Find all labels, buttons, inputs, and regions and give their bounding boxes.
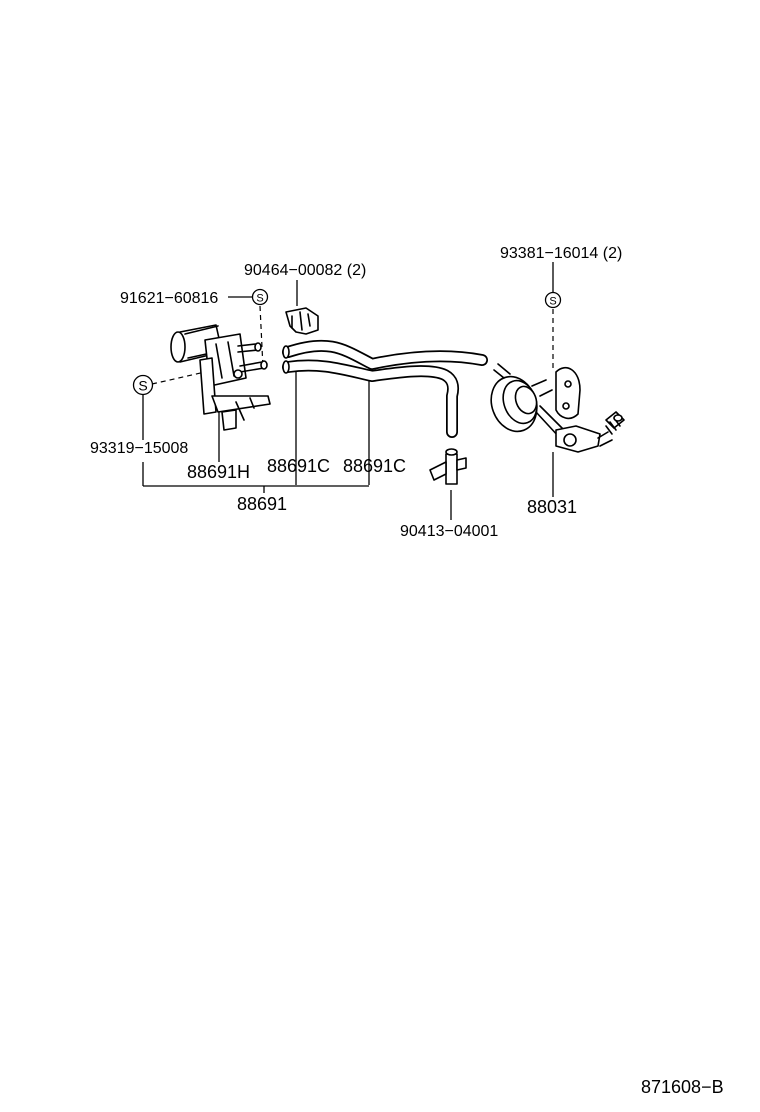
label-90413-04001: 90413−04001: [400, 523, 498, 540]
standard-part-symbol-93381: S: [544, 291, 562, 309]
label-88691: 88691: [237, 494, 287, 514]
label-88031: 88031: [527, 497, 577, 517]
label-88691c-right: 88691C: [343, 456, 406, 476]
vacuum-actuator-part: [490, 363, 625, 453]
label-88691c-left: 88691C: [267, 456, 330, 476]
standard-part-mark: S: [138, 378, 147, 394]
standard-part-symbol-91621: S: [251, 288, 269, 306]
label-93319-15008: 93319−15008: [90, 440, 188, 457]
label-93381-16014: 93381−16014 (2): [500, 245, 622, 262]
solenoid-valve-part: [170, 324, 271, 431]
label-90464-00082: 90464−00082 (2): [244, 262, 366, 279]
leader-lines: [142, 262, 554, 520]
label-91621-60816: 91621−60816: [120, 290, 218, 307]
hose-clip-part: [285, 307, 319, 335]
tee-joint-part: [429, 448, 467, 485]
diagram-reference-code: 871608−B: [641, 1077, 724, 1097]
vacuum-hoses: [282, 339, 488, 438]
label-88691h: 88691H: [187, 462, 250, 482]
standard-part-symbol-93319: S: [132, 374, 154, 396]
standard-part-mark: S: [256, 293, 263, 305]
standard-part-mark: S: [549, 296, 556, 308]
